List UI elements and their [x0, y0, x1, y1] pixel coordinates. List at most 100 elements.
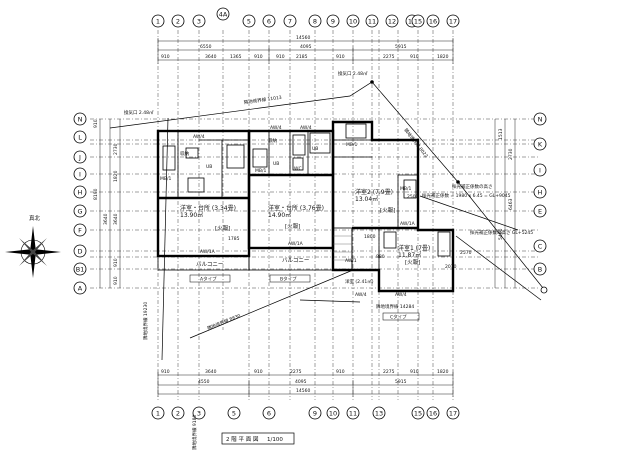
- svg-text:C: C: [538, 243, 543, 251]
- room-c2-area: 13.04㎡: [355, 195, 378, 203]
- grid-col-8-top: 8: [308, 14, 322, 28]
- room-b-mark: [火報]: [285, 223, 300, 230]
- room-a-name: 洋室・台所 (3.34畳): [180, 204, 236, 212]
- label-storage-1: 収納: [180, 150, 189, 157]
- top-dimensions: 14560 6550 4095 5915 910 3640 1365 910 9…: [157, 35, 454, 64]
- label-mb-3: MB/1: [346, 142, 357, 148]
- annotation-boundary-right: 隣地境界線 8022: [402, 127, 429, 159]
- label-mb-4: MB/1: [400, 186, 411, 192]
- dim-top-seg-9: 910: [410, 54, 419, 60]
- grid-col-11-bottom: 11: [346, 406, 360, 420]
- dim-right-2: 2730: [508, 148, 514, 160]
- label-aw4-2: AW/4: [270, 125, 282, 131]
- grid-col-17-bottom: 17: [446, 406, 460, 420]
- svg-text:12: 12: [388, 18, 396, 26]
- svg-text:H: H: [78, 189, 83, 197]
- grid-row-e-right: E: [533, 204, 547, 218]
- svg-text:1: 1: [156, 410, 160, 418]
- dim-bottom-seg-6: 2275: [383, 369, 395, 375]
- grid-col-12-top: 12: [385, 14, 399, 28]
- room-c1-area: 11.87㎡: [398, 251, 421, 259]
- svg-text:6: 6: [267, 18, 271, 26]
- svg-text:4A: 4A: [219, 11, 228, 19]
- grid-col-10-bottom: 10: [326, 406, 340, 420]
- dim-top-group-3: 5915: [395, 44, 407, 50]
- grid-col-2-top: 2: [171, 14, 185, 28]
- grid-row-c-right: C: [533, 239, 547, 253]
- svg-text:L: L: [78, 134, 82, 142]
- unit-type-c: Cタイプ: [390, 314, 407, 321]
- grid-row-h-left: H: [73, 185, 87, 199]
- annotation-exhaust-2: 換気口 2.48㎡: [338, 70, 368, 77]
- annotation-dim-1: 2500: [407, 194, 419, 200]
- svg-text:11: 11: [349, 410, 357, 418]
- room-c2-mark: [火報]: [380, 207, 395, 214]
- grid-col-11-top: 11: [365, 14, 379, 28]
- label-storage-2: 収納: [268, 137, 277, 144]
- dim-left-3: 1820: [113, 170, 119, 182]
- svg-text:3: 3: [197, 410, 201, 418]
- label-aw4-1: AW/4: [193, 134, 205, 140]
- svg-text:10: 10: [329, 410, 337, 418]
- annotation-dim-4: 2070: [445, 264, 457, 270]
- grid-col-9-top: 9: [326, 14, 340, 28]
- annotations: 換気口 2.48㎡ 換気口 2.48㎡ 隣地境界線 11013 隣地境界線 19…: [124, 70, 533, 450]
- svg-text:2: 2: [176, 410, 180, 418]
- drawing-title: 2 階 平 面 図: [226, 435, 259, 443]
- grid-col-4a-top: 4A: [216, 7, 230, 21]
- svg-text:I: I: [79, 171, 81, 179]
- grid-row-h-right: H: [533, 185, 547, 199]
- dim-left-7: 910: [113, 276, 119, 285]
- column-axis-top: 1 2 3 4A 5 6 7 8 9 10 11 12 13 15 16 17: [151, 7, 460, 28]
- grid-row-f-left: F: [73, 223, 87, 237]
- room-small-name: 洋室 (2.41㎡): [345, 278, 374, 285]
- label-aw4-3: AW/4: [300, 125, 312, 131]
- annotation-boundary-left: 隣地境界線 19230: [142, 302, 149, 340]
- dim-top-seg-8: 2275: [383, 54, 395, 60]
- svg-text:I: I: [539, 167, 541, 175]
- dim-bottom-group-3: 5915: [395, 379, 407, 385]
- svg-text:13: 13: [375, 410, 383, 418]
- svg-text:15: 15: [414, 18, 422, 26]
- dim-bottom-seg-5: 910: [336, 369, 345, 375]
- svg-text:E: E: [538, 208, 542, 216]
- room-c1-mark: [火報]: [405, 259, 420, 266]
- grid-row-i-right: I: [533, 163, 547, 177]
- annotation-boundary-right2: 隣地境界線 14284: [376, 303, 414, 310]
- svg-text:7: 7: [288, 18, 292, 26]
- svg-text:N: N: [538, 116, 543, 124]
- label-aw4-5: AW/4: [395, 292, 407, 298]
- row-axis-right: N K I H E C B: [533, 112, 547, 276]
- grid-col-2-bottom: 2: [171, 406, 185, 420]
- dim-left-2: 2730: [113, 143, 119, 155]
- dim-bottom-group-2: 4095: [295, 379, 307, 385]
- label-mb-2: MB/1: [255, 168, 266, 174]
- annotation-setback-formula: 採光補正係数 = 1980 x 6.45 = GL+9045: [422, 192, 511, 199]
- grid-col-10-top: 10: [346, 14, 360, 28]
- grid-col-5-top: 5: [242, 14, 256, 28]
- dim-bottom-seg-4: 2275: [290, 369, 302, 375]
- annotation-boundary-lower: 隣地境界線 8830: [206, 312, 242, 332]
- svg-text:8: 8: [313, 18, 317, 26]
- building-walls: [156, 120, 455, 293]
- grid-row-l-left: L: [73, 130, 87, 144]
- dim-top-seg-7: 910: [336, 54, 345, 60]
- grid-col-1-top: 1: [151, 14, 165, 28]
- svg-text:B1: B1: [76, 266, 85, 274]
- boundary-lines: [109, 80, 548, 361]
- label-mb-1: MB/1: [160, 176, 171, 182]
- grid-row-i-left: I: [73, 167, 87, 181]
- dim-top-seg-6: 2185: [296, 54, 308, 60]
- dim-overall-bottom: 14560: [296, 388, 310, 394]
- unit-type-b: Bタイプ: [280, 276, 297, 283]
- row-axis-left: N L J I H G F D B1 A: [73, 112, 87, 295]
- compass-label: 真北: [29, 214, 41, 222]
- grid-col-15-top: 15: [411, 14, 425, 28]
- svg-text:F: F: [78, 227, 82, 235]
- dim-bottom-seg-2: 3640: [205, 369, 217, 375]
- svg-text:6: 6: [267, 410, 271, 418]
- balcony-b: バルコニー: [282, 257, 309, 264]
- svg-text:17: 17: [449, 410, 457, 418]
- dim-top-seg-5: 910: [276, 54, 285, 60]
